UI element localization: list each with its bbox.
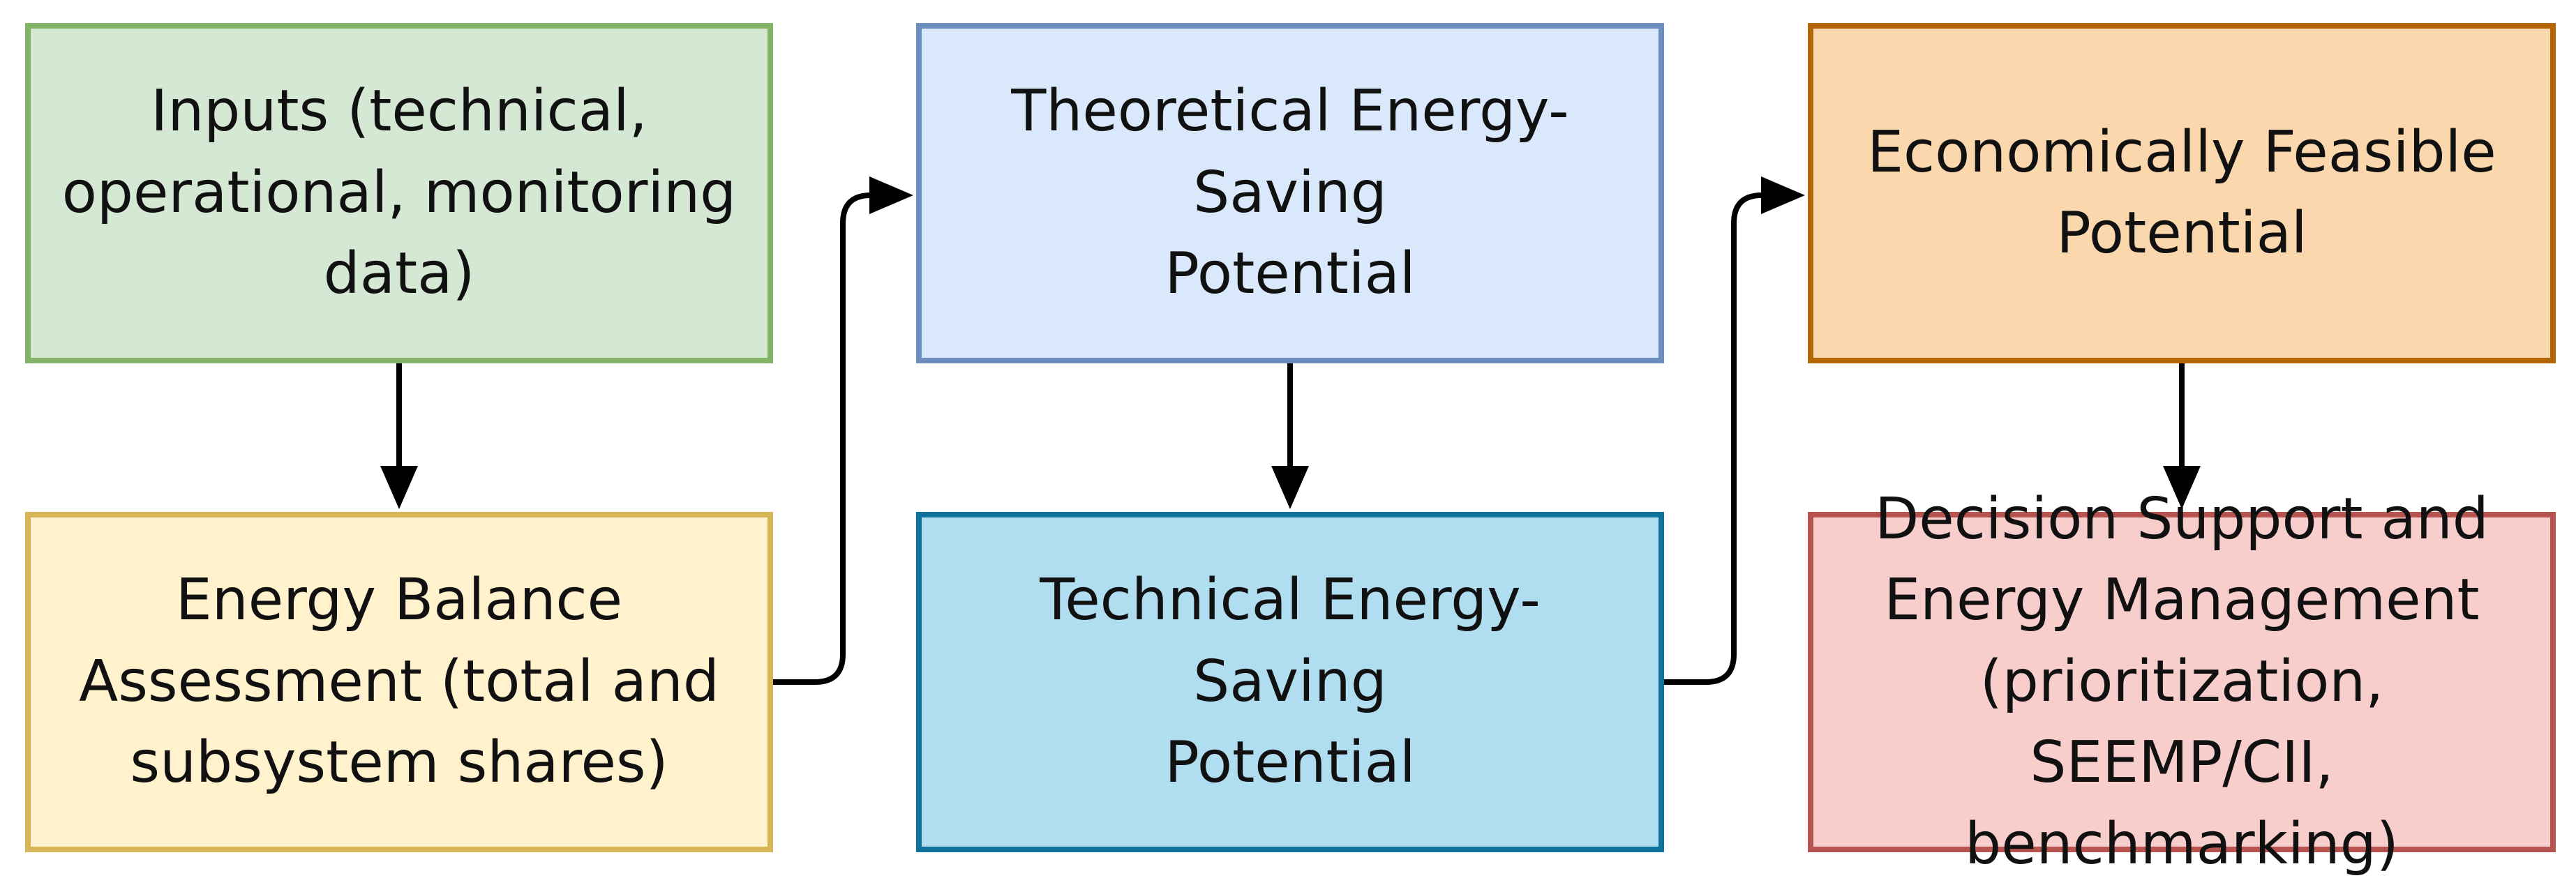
energy-balance-label: Energy Balance Assessment (total and sub… bbox=[79, 567, 719, 796]
arrow-balance-to-theoretical bbox=[773, 176, 913, 685]
arrow-technical-to-economic bbox=[1664, 176, 1805, 685]
technical-potential-label: Technical Energy-Saving Potential bbox=[1040, 567, 1541, 796]
decision-support-label: Decision Support and Energy Management (… bbox=[1875, 485, 2489, 877]
economic-potential-box: Economically Feasible Potential bbox=[1808, 23, 2556, 363]
energy-balance-box: Energy Balance Assessment (total and sub… bbox=[25, 512, 773, 852]
inputs-label: Inputs (technical, operational, monitori… bbox=[61, 78, 737, 308]
inputs-box: Inputs (technical, operational, monitori… bbox=[25, 23, 773, 363]
theoretical-potential-label: Theoretical Energy-Saving Potential bbox=[1011, 78, 1569, 308]
decision-support-box: Decision Support and Energy Management (… bbox=[1808, 486, 2556, 877]
arrow-theoretical-to-technical bbox=[1271, 363, 1309, 509]
economic-potential-label: Economically Feasible Potential bbox=[1867, 119, 2496, 266]
theoretical-potential-box: Theoretical Energy-Saving Potential bbox=[916, 23, 1664, 363]
arrow-inputs-to-balance bbox=[380, 363, 418, 509]
technical-potential-box: Technical Energy-Saving Potential bbox=[916, 512, 1664, 852]
